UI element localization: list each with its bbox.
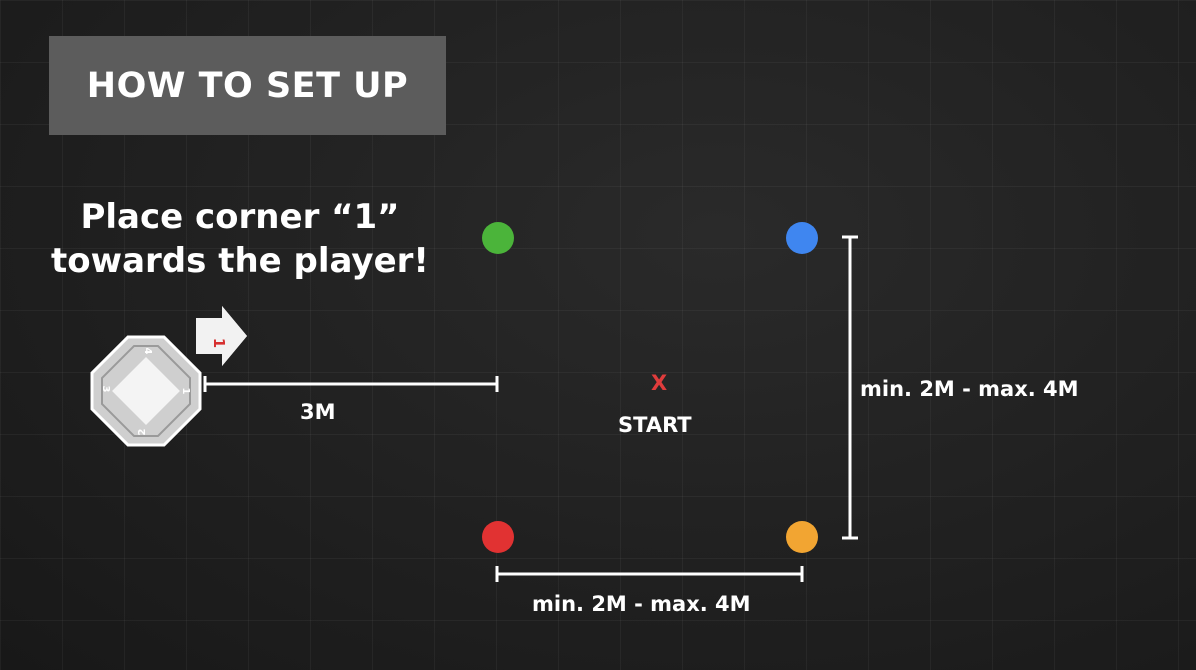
instruction-text: Place corner “1” towards the player! (30, 195, 450, 283)
direction-arrow-icon: 1 (196, 306, 247, 366)
octagon-device-icon: 1 2 3 4 (90, 335, 202, 447)
measure-line-vertical (842, 235, 858, 540)
measure-line-horizontal (495, 566, 804, 582)
arrow-label: 1 (210, 338, 228, 348)
start-label: START (618, 413, 692, 437)
title-banner: HOW TO SET UP (49, 36, 446, 135)
corner-label-3: 3 (100, 386, 111, 393)
distance-label-horizontal: min. 2M - max. 4M (532, 592, 751, 616)
cone-blue (786, 222, 818, 254)
page-title: HOW TO SET UP (86, 65, 409, 106)
cone-red (482, 521, 514, 553)
corner-label-4: 4 (142, 348, 153, 355)
corner-label-2: 2 (137, 428, 148, 435)
cone-green (482, 222, 514, 254)
corner-label-1: 1 (180, 388, 191, 395)
instruction-line-2: towards the player! (51, 241, 429, 281)
measure-line-3m (203, 376, 499, 392)
instruction-line-1: Place corner “1” (80, 197, 400, 237)
cone-orange (786, 521, 818, 553)
distance-label-3m: 3M (300, 400, 336, 424)
distance-label-vertical: min. 2M - max. 4M (860, 377, 1079, 401)
start-marker: X (651, 371, 668, 395)
